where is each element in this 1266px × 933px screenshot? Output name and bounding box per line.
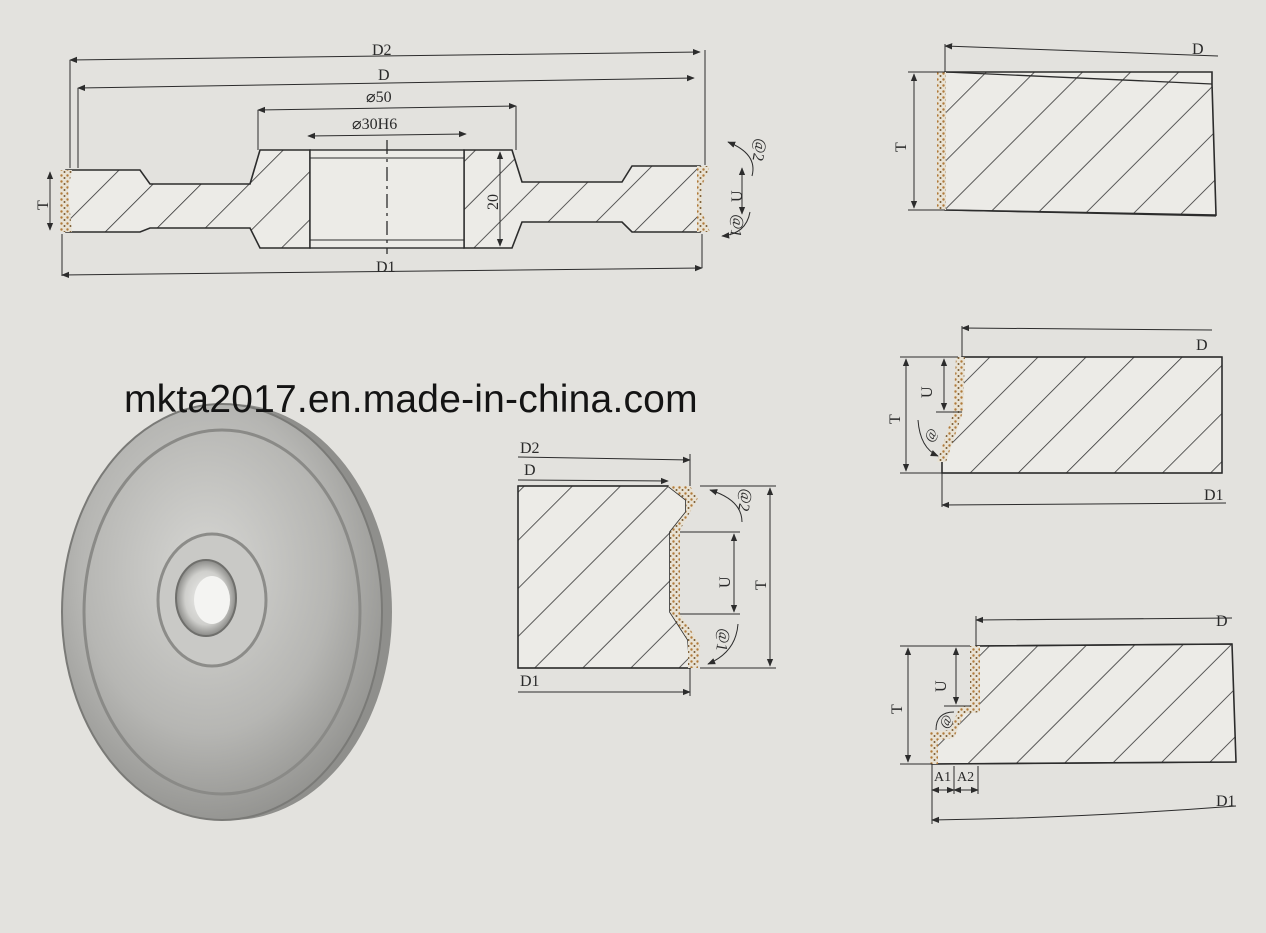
- profile-detail-bottom-right: D D1 T U @ A1 A2: [889, 613, 1237, 824]
- profile-detail-middle-right: D D1 T U @: [887, 324, 1227, 509]
- dim-u-label: U: [729, 190, 746, 202]
- dim-d2-label: D2: [372, 42, 392, 59]
- dim-d-label: D: [378, 67, 390, 84]
- dim-d-label-2: D: [1196, 337, 1208, 354]
- abrasive-layer-1: [937, 72, 946, 210]
- dim-dia50-label: ⌀50: [366, 89, 392, 106]
- profile-cross-section-1: [944, 71, 1217, 216]
- abrasive-layer-right: [697, 166, 710, 232]
- profile-detail-top-right: D T: [893, 41, 1219, 217]
- abrasive-layer-4: [930, 646, 980, 764]
- dim-d1-label-4: D1: [1216, 793, 1236, 810]
- dim-t-label-1: T: [893, 142, 910, 152]
- profile-cross-section-3: [517, 485, 691, 669]
- dim-d-label-4: D: [1216, 613, 1228, 630]
- angle-2-label: @2: [749, 137, 770, 162]
- watermark-text: mkta2017.en.made-in-china.com: [124, 378, 698, 421]
- wheel-step-ring: [82, 428, 362, 796]
- abrasive-layer-3: [668, 486, 700, 668]
- dim-d2-label-3: D2: [520, 440, 540, 457]
- main-wheel-section: D2 D ⌀50 ⌀30H6 D1 T 20 U @2 @1: [35, 42, 770, 279]
- dim-t-label: T: [35, 200, 52, 210]
- dim-d1-label-3: D1: [520, 673, 540, 690]
- dim-u-label-4: U: [933, 680, 950, 692]
- angle-label-2: @: [922, 426, 941, 445]
- dim-d1-label: D1: [376, 259, 396, 276]
- dim-dia30h6-label: ⌀30H6: [352, 116, 397, 133]
- angle-1-label-3: @1: [712, 627, 733, 652]
- dim-a2-label: A2: [957, 770, 974, 785]
- dim-u-label-2: U: [919, 386, 936, 398]
- wheel-bore-highlight: [194, 576, 230, 624]
- angle-2-label-3: @2: [734, 487, 755, 512]
- abrasive-layer-2: [937, 357, 965, 462]
- dim-t-label-2: T: [887, 414, 904, 424]
- profile-cross-section-2: [941, 356, 1223, 474]
- dim-t-label-4: T: [889, 704, 906, 714]
- wheel-cross-section: [65, 149, 311, 249]
- dim-d-label-1: D: [1192, 41, 1204, 58]
- angle-1-label: @1: [726, 213, 747, 238]
- dim-d1-label-2: D1: [1204, 487, 1224, 504]
- dim-u-label-3: U: [717, 576, 734, 588]
- dim-a1-label: A1: [934, 770, 951, 785]
- dim-t-label-3: T: [753, 580, 770, 590]
- grinding-wheel-photo: [61, 403, 392, 821]
- dim-20-label: 20: [485, 194, 502, 210]
- dim-d-label-3: D: [524, 462, 536, 479]
- abrasive-layer-left: [60, 170, 72, 232]
- profile-detail-bottom-center: D2 D D1 T U @2 @1: [517, 440, 776, 696]
